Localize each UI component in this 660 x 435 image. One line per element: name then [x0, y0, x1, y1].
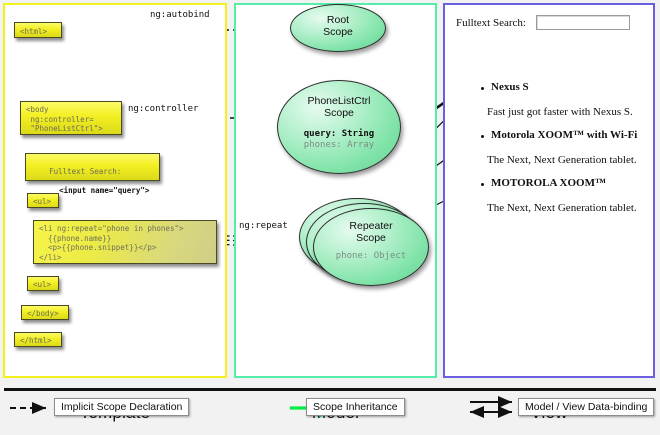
scope-phonelistctrl-props: query: String phones: Array: [278, 119, 400, 151]
scope-root-title: Root Scope: [323, 14, 353, 38]
prop-phone: phone: Object: [335, 251, 407, 261]
scope-root: Root Scope: [290, 4, 386, 52]
view-search-label: Fulltext Search:: [456, 17, 526, 29]
legend-item-model-view-data-binding: Model / View Data-binding: [518, 398, 655, 416]
panel-view: [443, 3, 655, 378]
edge-label-autobind: ng:autobind: [150, 10, 210, 20]
panel-model: [234, 3, 437, 378]
view-phone-snippet-2: The Next, Next Generation tablet.: [487, 202, 637, 214]
code-box-html-close: </html>: [14, 332, 62, 347]
view-phone-snippet-0: Fast just got faster with Nexus S.: [487, 106, 633, 118]
scope-repeater: Repeater Scope phone: Object: [313, 208, 429, 286]
prop-query: query: String: [303, 129, 375, 139]
view-bullet-1: [481, 135, 484, 138]
view-phone-snippet-1: The Next, Next Generation tablet.: [487, 154, 637, 166]
fulltext-search-label: Fulltext Search:: [49, 166, 122, 176]
view-phone-name-2: MOTOROLA XOOM™: [491, 177, 606, 189]
legend: Implicit Scope Declaration Scope Inherit…: [0, 388, 660, 435]
scope-repeater-props: phone: Object: [314, 244, 428, 262]
code-box-fulltext-search: Fulltext Search: <input name="query">: [25, 153, 160, 195]
code-box-ul-open: <ul>: [27, 193, 59, 208]
scope-phonelistctrl: PhoneListCtrl Scope query: String phones…: [277, 80, 401, 174]
code-box-li-repeat: <li ng:repeat="phone in phones"> {{phone…: [33, 220, 217, 264]
prop-phones: phones: Array: [303, 140, 375, 150]
code-box-html-open: <html>: [14, 22, 62, 38]
code-box-body-open: <body ng:controller= "PhoneListCtrl">: [20, 101, 122, 135]
edge-label-repeat: ng:repeat: [239, 221, 288, 231]
view-phone-name-0: Nexus S: [491, 81, 529, 93]
legend-item-scope-inheritance: Scope Inheritance: [306, 398, 405, 416]
code-box-body-close: </body>: [21, 305, 69, 320]
edge-label-controller: ng:controller: [128, 104, 199, 114]
legend-divider: [4, 388, 656, 391]
scope-phonelistctrl-title: PhoneListCtrl Scope: [307, 95, 371, 119]
code-box-ul-close: <ul>: [27, 276, 59, 291]
view-search-input[interactable]: [536, 15, 630, 30]
view-bullet-0: [481, 87, 484, 90]
legend-item-implicit-scope-declaration: Implicit Scope Declaration: [54, 398, 190, 416]
view-phone-name-1: Motorola XOOM™ with Wi-Fi: [491, 129, 638, 141]
scope-repeater-title: Repeater Scope: [349, 220, 393, 244]
fulltext-search-code: <input name="query">: [59, 185, 150, 195]
view-bullet-2: [481, 183, 484, 186]
